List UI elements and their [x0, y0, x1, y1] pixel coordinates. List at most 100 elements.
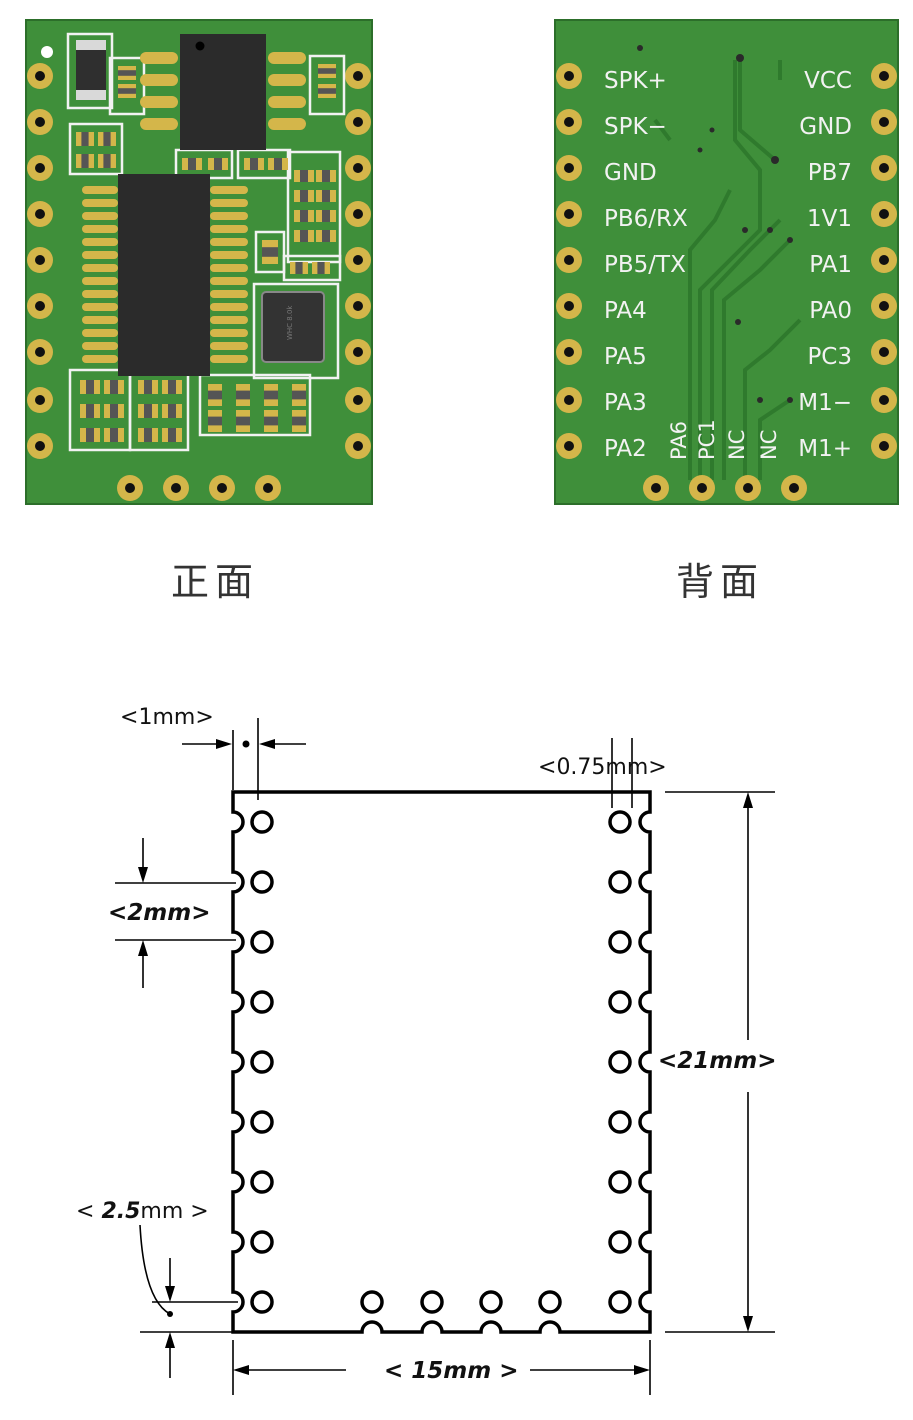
- pad-hole: [564, 71, 574, 81]
- pad-hole: [35, 255, 45, 265]
- pin-label: VCC: [804, 68, 852, 94]
- pin-label: PC1: [695, 419, 719, 460]
- pin-label: PA5: [604, 344, 647, 370]
- passive-body: [110, 380, 118, 394]
- pin-hole: [608, 870, 632, 894]
- ic-pad: [268, 96, 306, 108]
- pad-hole: [35, 301, 45, 311]
- front-passives: [76, 64, 336, 442]
- pad-hole: [35, 71, 45, 81]
- ic-pad: [82, 251, 118, 259]
- pin-hole: [479, 1290, 503, 1314]
- pad-hole: [263, 483, 273, 493]
- pin-hole: [250, 1230, 274, 1254]
- passive-body: [322, 210, 330, 222]
- pad-hole: [879, 117, 889, 127]
- passive-body: [300, 170, 308, 182]
- passive-body: [103, 132, 111, 146]
- ic-pad: [210, 251, 248, 259]
- pin-hole: [608, 930, 632, 954]
- ic-pad: [82, 225, 118, 233]
- front-board: WHC 8.0k: [25, 19, 373, 505]
- ic-pad: [140, 96, 178, 108]
- pad-hole: [353, 209, 363, 219]
- ic-pad: [82, 264, 118, 272]
- pad-hole: [217, 483, 227, 493]
- ic-pad: [210, 212, 248, 220]
- front-crystal-marking: WHC 8.0k: [286, 305, 294, 340]
- ic-pad: [82, 316, 118, 324]
- pin-hole: [250, 1170, 274, 1194]
- passive-body: [317, 262, 325, 274]
- pad-hole: [353, 395, 363, 405]
- pin-label: PC3: [807, 344, 852, 370]
- dim-label-0-75mm: <0.75mm>: [538, 755, 667, 780]
- pin-hole: [608, 1290, 632, 1314]
- pad-hole: [564, 395, 574, 405]
- ic-pad: [210, 199, 248, 207]
- front-crystal: [261, 291, 325, 363]
- back-caption: 背面: [676, 560, 764, 604]
- pin-label: M1+: [798, 436, 852, 462]
- pad-hole: [35, 117, 45, 127]
- passive-body: [322, 230, 330, 242]
- pin-labels-left: SPK+ SPK− GND PB6/RX PB5/TX PA4 PA5 PA3 …: [604, 68, 688, 462]
- passive-body: [208, 416, 222, 426]
- pad-hole: [879, 255, 889, 265]
- dim-label-15mm: < 15mm >: [384, 1358, 519, 1384]
- pad-hole: [879, 441, 889, 451]
- pad-hole: [353, 441, 363, 451]
- pad-hole: [564, 209, 574, 219]
- ic-pad: [268, 118, 306, 130]
- ic-pad: [210, 238, 248, 246]
- ic-pad: [210, 290, 248, 298]
- pad-hole: [879, 71, 889, 81]
- passive-body: [86, 380, 94, 394]
- pad-hole: [697, 483, 707, 493]
- pad-hole: [564, 301, 574, 311]
- pin-hole: [608, 1230, 632, 1254]
- pin-label: GND: [604, 160, 657, 186]
- passive-body: [168, 428, 176, 442]
- pin-hole: [250, 930, 274, 954]
- pin-hole: [250, 1050, 274, 1074]
- passive-body: [322, 190, 330, 202]
- pin-labels-right: VCC GND PB7 1V1 PA1 PA0 PC3 M1− M1+: [798, 68, 852, 462]
- pin1-dot: [195, 41, 205, 51]
- pin-hole: [608, 990, 632, 1014]
- module-outline: [231, 790, 652, 1334]
- passive-body: [300, 230, 308, 242]
- passive-body: [110, 428, 118, 442]
- passive-body: [236, 416, 250, 426]
- pad-hole: [125, 483, 135, 493]
- passive-body: [103, 154, 111, 168]
- passive-body: [86, 428, 94, 442]
- pad-hole: [353, 347, 363, 357]
- passive-body: [292, 416, 306, 426]
- pad-hole: [879, 347, 889, 357]
- passive-body: [118, 88, 136, 94]
- passive-body: [81, 132, 89, 146]
- drawing-holes: [250, 810, 632, 1314]
- pad-hole: [35, 441, 45, 451]
- pin-label: PA6: [667, 421, 691, 460]
- passive-body: [168, 404, 176, 418]
- pin-label: PB6/RX: [604, 206, 688, 232]
- passive-body: [86, 404, 94, 418]
- pin-hole: [250, 990, 274, 1014]
- pin-label: PA3: [604, 390, 647, 416]
- ic-pad: [82, 199, 118, 207]
- ic-pad: [82, 238, 118, 246]
- front-caption: 正面: [171, 560, 259, 604]
- fiducial: [41, 46, 53, 58]
- pad-hole: [564, 163, 574, 173]
- ic-pad: [210, 316, 248, 324]
- pad-hole: [353, 163, 363, 173]
- pin-hole: [608, 1170, 632, 1194]
- pad-hole: [743, 483, 753, 493]
- passive-body: [118, 70, 136, 76]
- ic-pad: [140, 118, 178, 130]
- pad-hole: [879, 209, 889, 219]
- ic-pad: [82, 303, 118, 311]
- pin-label: GND: [799, 114, 852, 140]
